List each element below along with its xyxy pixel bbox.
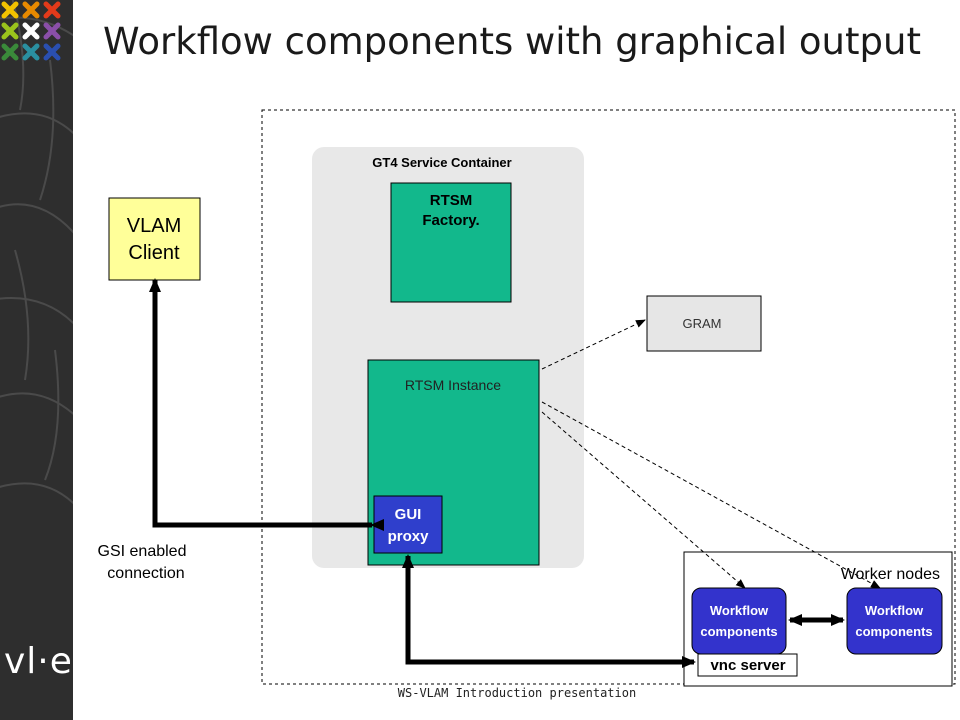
vle-logo-icon [1,1,61,61]
vlam-client-label-2: Client [128,242,180,264]
rtsm-factory-label-2: Factory. [422,212,479,229]
gram-box [646,295,762,352]
gui-proxy-label-1: GUI [395,506,422,523]
rtsm-factory-box [390,182,512,303]
rtsm-factory-label-1: RTSM [430,192,473,209]
rtsm-to-gram-arrow [541,319,646,370]
slide-title: Workflow components with graphical outpu… [103,20,921,63]
footer-text: WS-VLAM Introduction presentation [397,686,637,700]
gui-proxy-box [373,495,443,554]
gram-label: GRAM [683,316,722,331]
rtsm-instance-label: RTSM Instance [405,377,501,393]
workflow-components-2 [846,587,943,655]
workflow-1-label-2: components [700,624,777,639]
vlam-client-label-1: VLAM [127,215,181,237]
rtsm-to-workflow2-arrow [541,401,881,589]
gsi-label-1: GSI enabled [98,543,187,560]
worker-nodes-label: Worker nodes [841,566,940,583]
vnc-server-box [697,653,798,677]
workflow-2-label-1: Workflow [865,603,924,618]
workflow-components-1 [691,587,787,655]
gsi-label-2: connection [107,565,184,582]
gt4-container-label: GT4 Service Container [372,155,511,170]
workflow-2-label-2: components [855,624,932,639]
vnc-connection-arrow [402,554,696,668]
workflow-1-label-1: Workflow [710,603,769,618]
vnc-server-label: vnc server [710,657,785,674]
sidebar-pattern [0,0,73,505]
rtsm-instance-box [367,359,540,566]
gsi-connection-arrow [149,278,384,531]
vlam-client-box [108,197,201,281]
gui-proxy-label-2: proxy [388,528,430,545]
rtsm-to-workflow1-arrow [541,411,746,589]
sidebar: vl·e [0,0,73,720]
logo-text: vl·e [4,641,73,682]
